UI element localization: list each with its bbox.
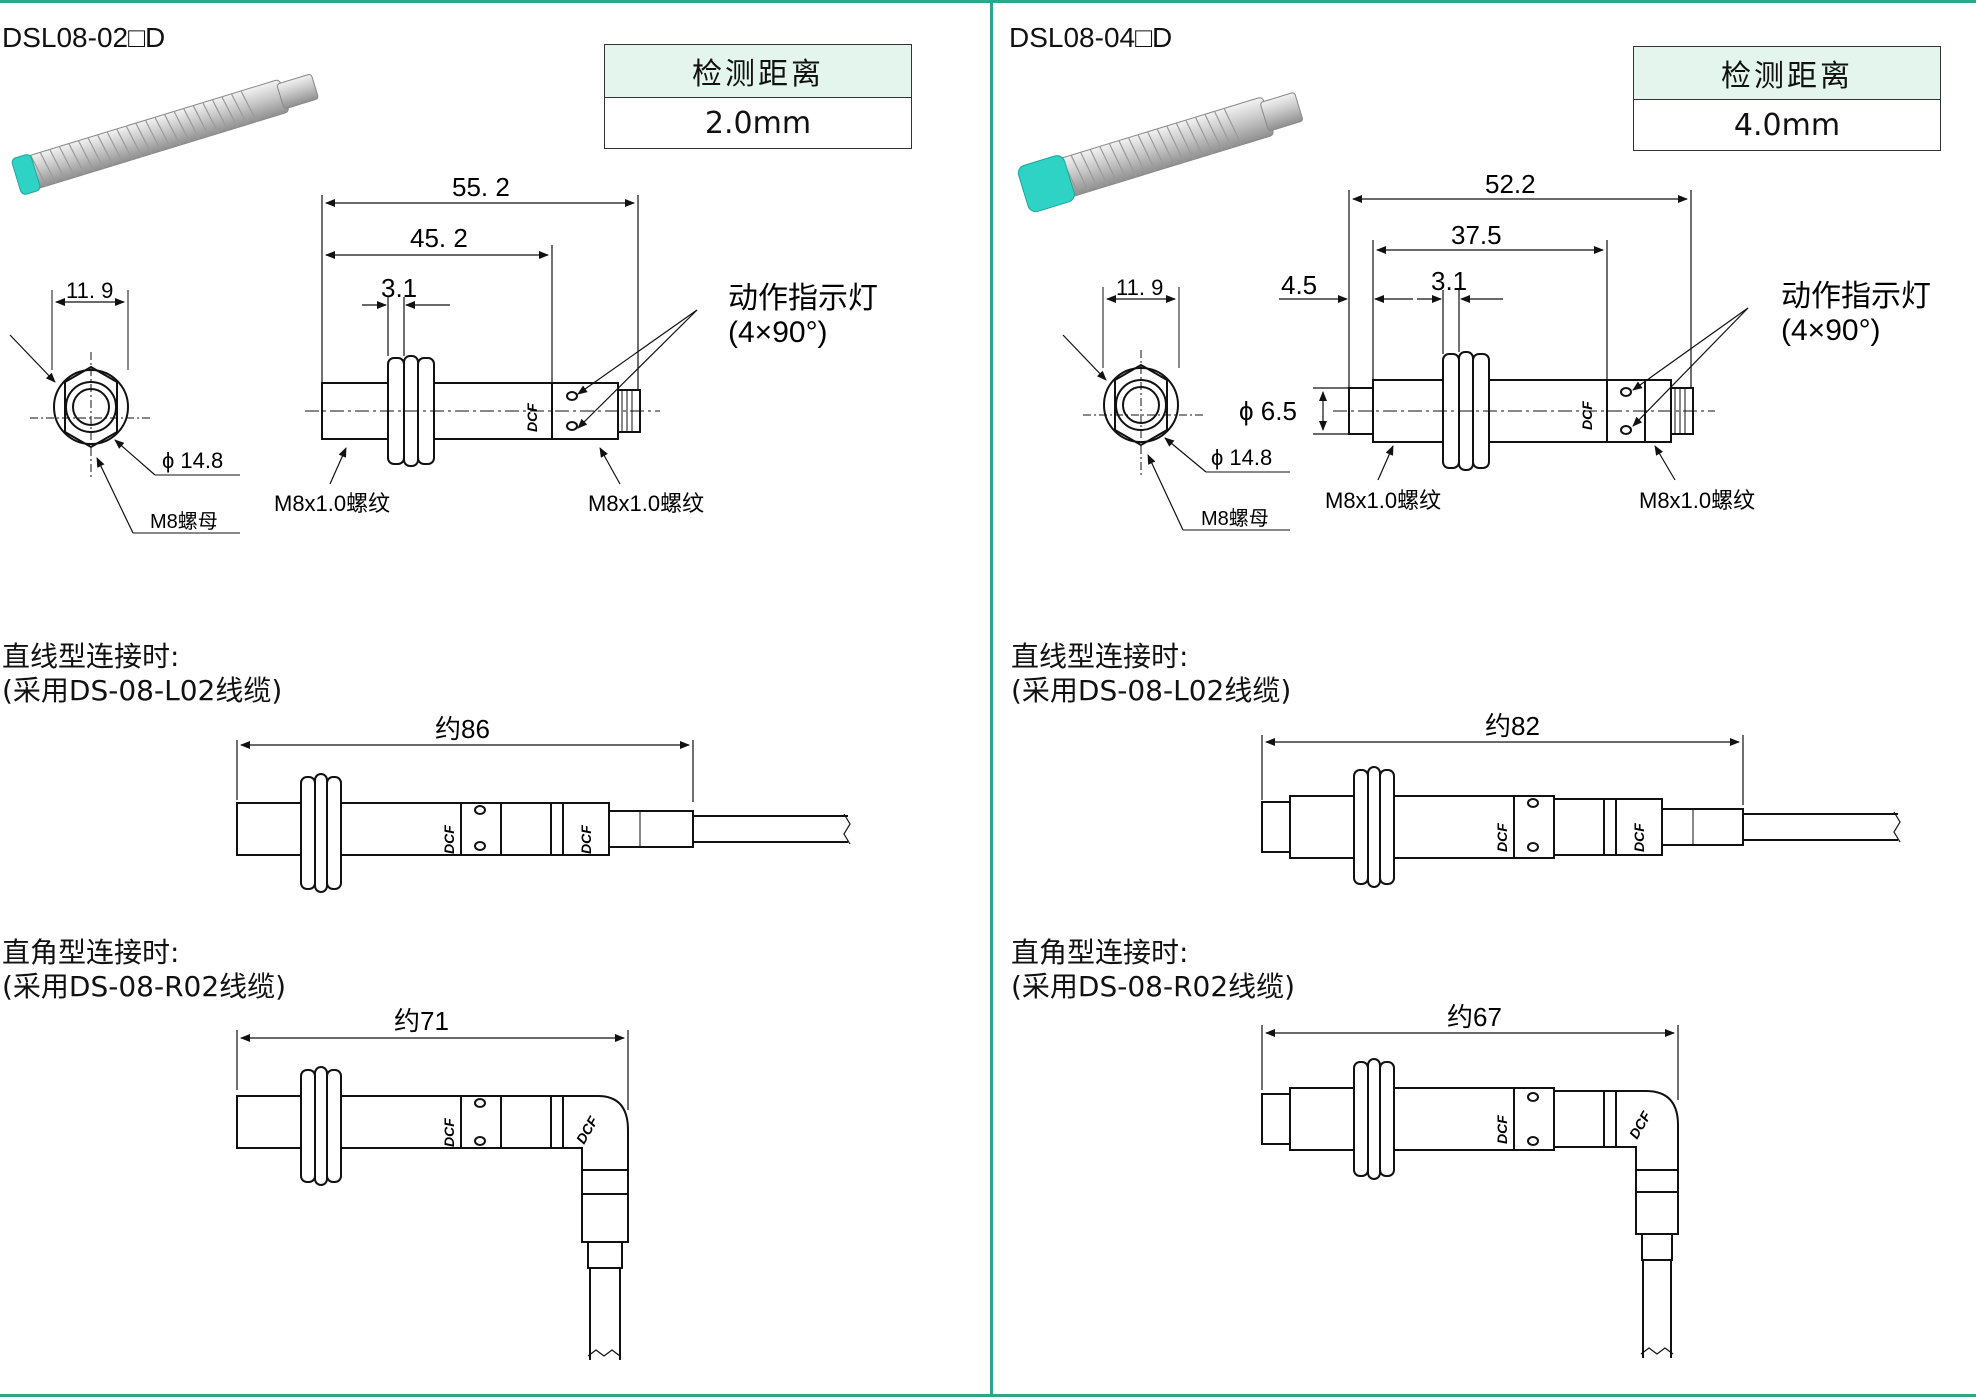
face-width-dim: 11. 9 bbox=[66, 278, 113, 303]
nut-label: M8螺母 bbox=[150, 510, 218, 533]
right-angle-length-dim: 约67 bbox=[1447, 1002, 1502, 1032]
panel-dsl08-04: DSL08-04□D 检测距离 4.0mm 直线型连接时: (采用DS-08-L… bbox=[1003, 0, 1976, 1394]
panel-divider bbox=[990, 0, 993, 1397]
right-angle-connection-cable: (采用DS-08-R02线缆) bbox=[2, 970, 287, 1003]
model-title: DSL08-04□D bbox=[1009, 22, 1173, 53]
right-angle-length-dim: 约71 bbox=[394, 1006, 449, 1036]
detection-distance-value: 4.0mm bbox=[1733, 107, 1841, 143]
brand-mark: DCF bbox=[1579, 401, 1595, 430]
right-angle-connection-cable: (采用DS-08-R02线缆) bbox=[1011, 970, 1296, 1003]
model-title: DSL08-02□D bbox=[2, 22, 166, 53]
thread-front-label: M8x1.0螺纹 bbox=[274, 491, 390, 516]
thread-front-label: M8x1.0螺纹 bbox=[1325, 488, 1441, 513]
sensor-photo bbox=[11, 73, 319, 195]
brand-mark-straight: DCF bbox=[1494, 823, 1510, 852]
frame-top-border bbox=[0, 0, 1976, 3]
nut-width-dim: 3.1 bbox=[381, 273, 417, 303]
right-angle-connection-title: 直角型连接时: bbox=[2, 936, 180, 969]
total-length-dim: 52.2 bbox=[1485, 169, 1536, 199]
brand-mark-connector: DCF bbox=[1631, 823, 1647, 852]
right-angle-connection-title: 直角型连接时: bbox=[1011, 936, 1189, 969]
indicator-label: 动作指示灯 bbox=[728, 282, 878, 315]
straight-connection-cable: (采用DS-08-L02线缆) bbox=[2, 674, 283, 707]
frame-bottom-border bbox=[0, 1394, 1976, 1397]
phi-dim: ϕ 14.8 bbox=[1211, 445, 1272, 470]
side-dimensions bbox=[321, 195, 698, 485]
right-angle-assembly bbox=[1261, 1025, 1679, 1358]
brand-mark-right-angle: DCF bbox=[1494, 1115, 1510, 1144]
end-view bbox=[9, 290, 240, 534]
detection-distance-header: 检测距离 bbox=[1634, 47, 1940, 100]
body-length-dim: 37.5 bbox=[1451, 220, 1502, 250]
brand-mark: DCF bbox=[524, 403, 540, 432]
detection-distance-table: 检测距离 2.0mm bbox=[604, 44, 912, 149]
total-length-dim: 55. 2 bbox=[452, 172, 510, 202]
sensor-photo bbox=[1017, 92, 1303, 213]
straight-length-dim: 约82 bbox=[1485, 711, 1540, 741]
diameter-dim: ϕ 6.5 bbox=[1239, 396, 1297, 426]
side-dimensions bbox=[1279, 190, 1749, 481]
body-length-dim: 45. 2 bbox=[410, 223, 468, 253]
indicator-sublabel: (4×90°) bbox=[728, 316, 828, 349]
right-drawing: 11. 9 ϕ 14.8 M8螺母 DCF bbox=[1017, 92, 1931, 1358]
face-width-dim: 11. 9 bbox=[1116, 275, 1163, 300]
straight-assembly bbox=[236, 740, 851, 893]
end-view bbox=[1062, 287, 1290, 531]
panel-dsl08-02: DSL08-02□D 检测距离 2.0mm 直线型连接时: (采用DS-08-L… bbox=[0, 0, 988, 1394]
straight-connection-title: 直线型连接时: bbox=[2, 640, 180, 673]
side-view bbox=[305, 355, 660, 467]
right-angle-assembly bbox=[236, 1030, 629, 1360]
straight-length-dim: 约86 bbox=[435, 714, 490, 744]
phi-dim: ϕ 14.8 bbox=[162, 448, 223, 473]
detection-distance-table: 检测距离 4.0mm bbox=[1633, 46, 1941, 151]
side-view bbox=[1333, 351, 1715, 471]
detection-distance-header: 检测距离 bbox=[605, 45, 911, 98]
thread-back-label: M8x1.0螺纹 bbox=[1639, 488, 1755, 513]
brand-mark-connector: DCF bbox=[578, 825, 594, 854]
straight-connection-title: 直线型连接时: bbox=[1011, 640, 1189, 673]
indicator-label: 动作指示灯 bbox=[1781, 280, 1931, 313]
nut-width-dim: 3.1 bbox=[1431, 266, 1467, 296]
left-drawing: 11. 9 ϕ 14.8 M8螺母 DCF bbox=[9, 73, 878, 1360]
detection-distance-value: 2.0mm bbox=[704, 105, 812, 141]
thread-back-label: M8x1.0螺纹 bbox=[588, 491, 704, 516]
front-length-dim: 4.5 bbox=[1281, 270, 1317, 300]
indicator-sublabel: (4×90°) bbox=[1781, 314, 1881, 347]
nut-label: M8螺母 bbox=[1201, 507, 1269, 530]
straight-connection-cable: (采用DS-08-L02线缆) bbox=[1011, 674, 1292, 707]
brand-mark-right-angle: DCF bbox=[441, 1118, 457, 1147]
straight-assembly bbox=[1261, 735, 1901, 888]
brand-mark-straight: DCF bbox=[441, 825, 457, 854]
